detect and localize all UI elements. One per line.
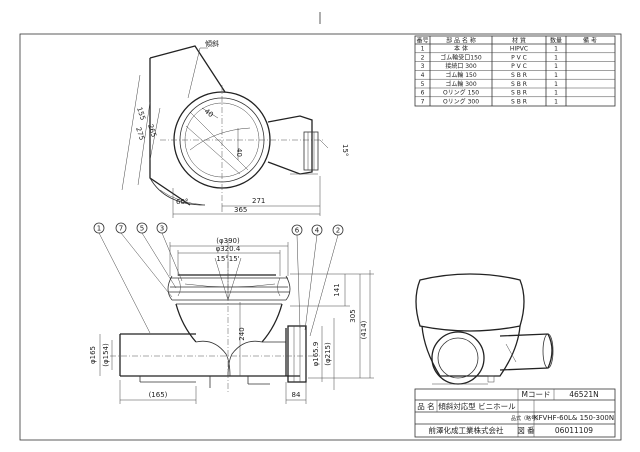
th-qty: 数量: [550, 36, 562, 44]
name-label: 品 名: [417, 401, 434, 411]
row5-name: ゴム輪 300: [445, 80, 477, 88]
dim-phi165-9: φ165.9: [312, 342, 320, 367]
bubble-7: 7: [119, 225, 123, 233]
row4-name: ゴム輪 150: [445, 71, 477, 79]
th-material: 材 質: [512, 36, 526, 44]
row3-no: 3: [421, 63, 425, 70]
bubble-5: 5: [140, 225, 144, 233]
row4-material: S B R: [511, 72, 527, 79]
model-label: 品式（略号）: [511, 415, 541, 422]
bubble-2: 2: [336, 227, 340, 235]
mcode-value: 46521N: [569, 390, 598, 399]
th-name: 部 品 名 称: [446, 36, 476, 44]
model-value: KFVHF-60L& 150-300N: [534, 414, 614, 422]
company-name: 前澤化成工業株式会社: [429, 425, 504, 435]
row2-no: 2: [421, 54, 425, 61]
row7-material: S B R: [511, 98, 527, 105]
dim-275: 275: [134, 126, 146, 141]
dim-155: 155: [135, 106, 147, 121]
dim-390: (φ390): [216, 237, 240, 245]
dim-40b: 40: [235, 148, 243, 157]
row6-name: Oリング 150: [443, 89, 479, 97]
row7-qty: 1: [554, 98, 558, 105]
dim-414: (414): [360, 320, 368, 339]
parts-table: 番号 部 品 名 称 材 質 数量 備 考 1 本 体 HIPVC 1 2 ゴム…: [414, 35, 616, 107]
dim-60deg: 60°: [176, 198, 188, 206]
dim-271: 271: [252, 197, 265, 205]
title-block: Mコード 46521N 品 名 傾斜対応型 ビニホール 品式（略号） KFVHF…: [414, 388, 616, 438]
dim-265: 265: [146, 123, 158, 138]
dim-305: 305: [349, 309, 357, 322]
drawing-no-label: 図 番: [517, 425, 535, 435]
dim-240: 240: [238, 327, 246, 340]
row2-name: ゴム輪受口150: [440, 53, 482, 61]
bubble-4: 4: [315, 227, 320, 235]
name-value: 傾斜対応型 ビニホール: [438, 401, 516, 411]
row7-name: Oリング 300: [443, 97, 479, 105]
row1-name: 本 体: [454, 45, 468, 53]
isometric-view: [415, 273, 554, 385]
dim-84: 84: [292, 391, 301, 399]
row6-qty: 1: [554, 90, 558, 97]
dim-phi215: (φ215): [324, 342, 332, 366]
row6-material: S B R: [511, 90, 527, 97]
dim-141: 141: [333, 283, 341, 296]
bubble-1: 1: [97, 225, 101, 233]
th-note: 備 考: [583, 36, 597, 44]
bubble-3: 3: [160, 225, 164, 233]
dim-320-4: φ320.4: [216, 245, 241, 253]
dim-15deg: 15°: [341, 144, 349, 156]
drawing-no-value: 06011109: [555, 426, 593, 435]
dim-365: 365: [234, 206, 247, 214]
bubble-6: 6: [295, 227, 300, 235]
row5-qty: 1: [554, 81, 558, 88]
row3-qty: 1: [554, 63, 558, 70]
row5-material: S B R: [511, 81, 527, 88]
row7-no: 7: [421, 98, 425, 105]
row1-qty: 1: [554, 46, 558, 53]
row3-material: P V C: [511, 63, 527, 70]
row2-qty: 1: [554, 54, 558, 61]
dim-phi165: φ165: [89, 346, 97, 364]
dim-15-15: 15°15': [216, 255, 239, 263]
row5-no: 5: [421, 81, 425, 88]
sheet-border: [19, 33, 622, 441]
row4-no: 4: [421, 72, 425, 79]
tilt-callout: 傾斜: [205, 39, 219, 48]
dim-165-paren: (165): [149, 391, 168, 399]
row3-name: 接続口 300: [445, 62, 477, 70]
dim-40a: 40: [203, 107, 215, 119]
row4-qty: 1: [554, 72, 558, 79]
row6-no: 6: [421, 90, 425, 97]
mcode-label: Mコード: [522, 390, 551, 399]
th-no: 番号: [416, 37, 428, 44]
plan-view: 傾斜 155 265 275 40 40 15° 60° 271 365: [121, 39, 349, 218]
row1-material: HIPVC: [510, 46, 528, 53]
dim-phi154: (φ154): [102, 343, 110, 367]
row2-material: P V C: [511, 54, 527, 61]
row1-no: 1: [421, 46, 425, 53]
front-view: 1 7 5 3 6 4 2 (φ390) φ320.4 15°15' 141 3…: [89, 222, 374, 404]
